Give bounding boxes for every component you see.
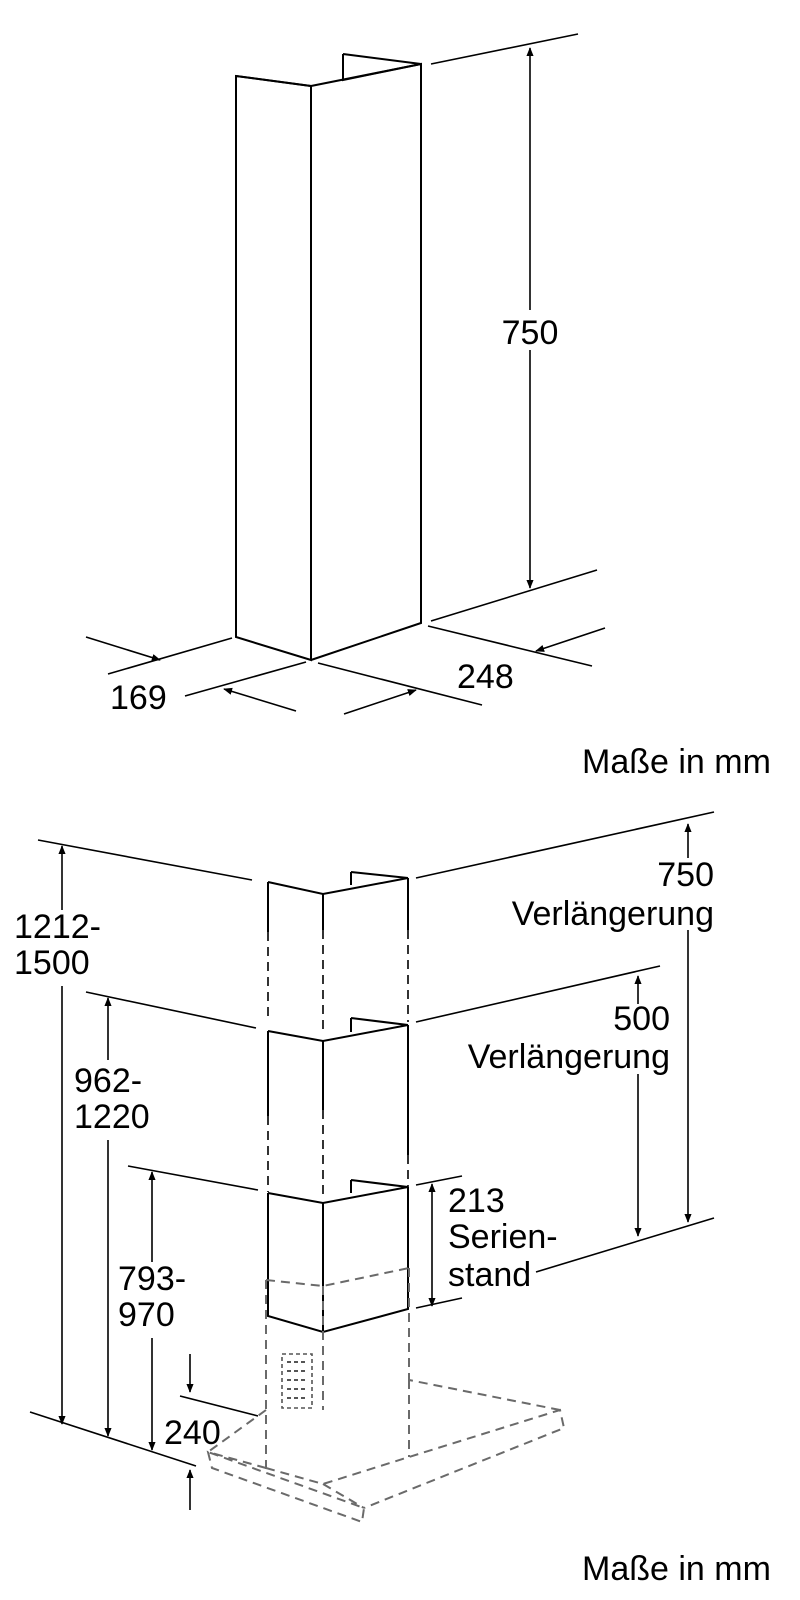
width-248-label: 248 — [457, 658, 514, 696]
ext500-top-edge — [267, 1017, 409, 1043]
ext500-label-2: Verlängerung — [468, 1038, 670, 1076]
depth-ext-right — [184, 661, 307, 697]
duct-top-edges — [235, 53, 422, 87]
depth-arrow-left — [85, 636, 161, 662]
ext750-label-1: 750 — [657, 856, 714, 894]
top-height-dimension: 750 — [430, 33, 598, 622]
extension-line-bottom — [430, 569, 598, 622]
ref-line-1500 — [37, 839, 253, 881]
ref-line-970 — [127, 1165, 259, 1191]
ref-line-base-right — [535, 1217, 715, 1273]
ref-line-213-bottom — [415, 1297, 463, 1309]
width-ext-left — [317, 662, 483, 706]
total-height-label-1: 1212- — [14, 908, 101, 946]
standard-label-2: Serien- — [448, 1218, 558, 1256]
ext750-dashed — [267, 930, 409, 1030]
depth-arrow-right — [223, 687, 297, 712]
ext750-label-2: Verlängerung — [512, 895, 714, 933]
units-label-bottom: Maße in mm — [582, 1550, 771, 1588]
ref-line-1220 — [85, 991, 257, 1029]
top-duct-drawing — [235, 53, 422, 662]
bottom-dimension-arrows — [58, 823, 692, 1510]
ext500-dashed — [267, 1110, 409, 1200]
standard-label-3: stand — [448, 1256, 531, 1294]
ref-line-750 — [415, 811, 715, 879]
ref-line-240-top — [179, 1395, 259, 1417]
width-ext-right — [427, 625, 593, 667]
extension-line-top — [430, 33, 579, 65]
ref-line-floor — [29, 1411, 197, 1467]
units-label-top: Maße in mm — [582, 743, 771, 781]
hood-height-label: 240 — [164, 1414, 221, 1452]
low-height-label-2: 970 — [118, 1296, 175, 1334]
low-height-label-1: 793- — [118, 1260, 186, 1298]
ext500-segment — [267, 1025, 409, 1155]
depth-ext-left — [107, 637, 233, 675]
standard-segment — [267, 1187, 409, 1334]
total-height-label-2: 1500 — [14, 944, 90, 982]
top-width-dimension: 248 — [317, 625, 606, 715]
depth-169-label: 169 — [110, 679, 167, 717]
ext500-label-1: 500 — [613, 1000, 670, 1038]
bottom-reference-lines — [29, 811, 715, 1467]
duct-left-face — [235, 74, 312, 662]
ref-line-213-top — [415, 1175, 463, 1186]
ext750-segment — [267, 878, 409, 932]
mid-height-label-1: 962- — [74, 1062, 142, 1100]
mid-height-label-2: 1220 — [74, 1098, 150, 1136]
hood-body — [207, 1379, 566, 1509]
standard-label-1: 213 — [448, 1182, 505, 1220]
hood-front-left — [206, 1450, 366, 1524]
top-depth-dimension: 169 — [85, 636, 307, 717]
bottom-chimney-drawing — [206, 871, 566, 1524]
duct-right-face — [310, 62, 422, 661]
height-750-label: 750 — [502, 314, 559, 352]
ext750-top-edge — [267, 871, 409, 896]
motor-vent — [281, 1353, 313, 1409]
ref-line-500 — [415, 965, 661, 1023]
width-arrow-right — [535, 627, 606, 652]
width-arrow-left — [343, 689, 417, 715]
inner-duct-dashed — [265, 1267, 410, 1470]
standard-top-edge — [267, 1179, 409, 1205]
